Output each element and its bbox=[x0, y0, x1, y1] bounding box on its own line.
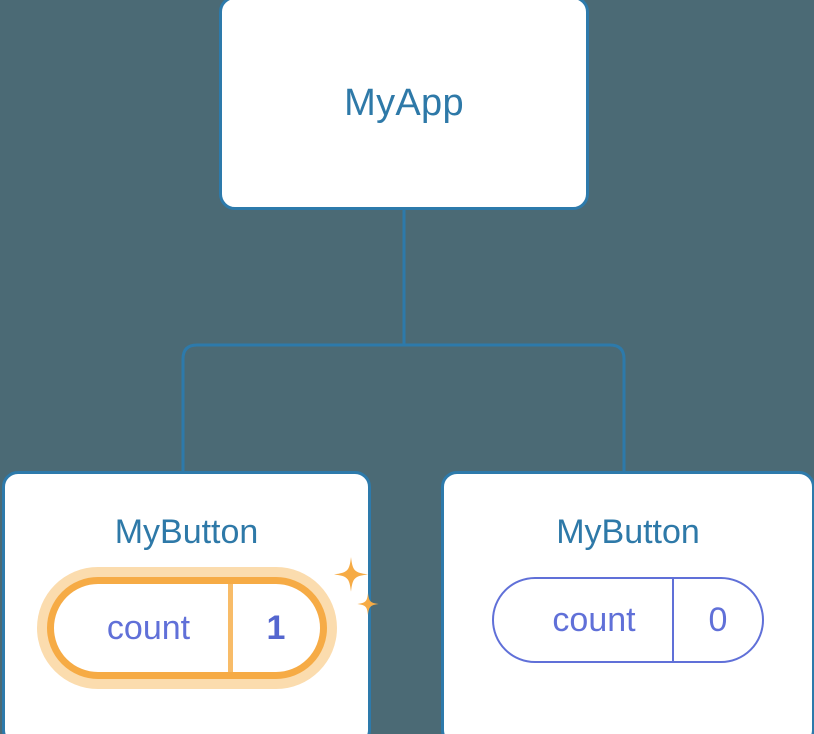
node-mybutton-left-title: MyButton bbox=[114, 513, 259, 551]
state-pill-right-wrapper: count 0 bbox=[492, 577, 764, 663]
state-pill-right[interactable]: count 0 bbox=[492, 577, 764, 663]
state-pill-left-wrapper: count 1 bbox=[46, 557, 379, 679]
state-key-right: count bbox=[552, 600, 636, 639]
node-mybutton-left[interactable]: MyButton count 1 bbox=[2, 471, 379, 734]
state-value-left: 1 bbox=[227, 584, 320, 672]
node-mybutton-right-title: MyButton bbox=[556, 513, 700, 551]
state-value-right: 0 bbox=[672, 579, 762, 661]
node-mybutton-right[interactable]: MyButton count 0 bbox=[441, 471, 814, 734]
state-pill-left[interactable]: count 1 bbox=[46, 577, 327, 679]
node-myapp[interactable]: MyApp bbox=[219, 0, 589, 210]
node-myapp-title: MyApp bbox=[344, 81, 464, 124]
state-key-left: count bbox=[106, 608, 191, 647]
connector-branch-bar bbox=[181, 343, 626, 471]
sparkles-icon bbox=[333, 557, 379, 615]
